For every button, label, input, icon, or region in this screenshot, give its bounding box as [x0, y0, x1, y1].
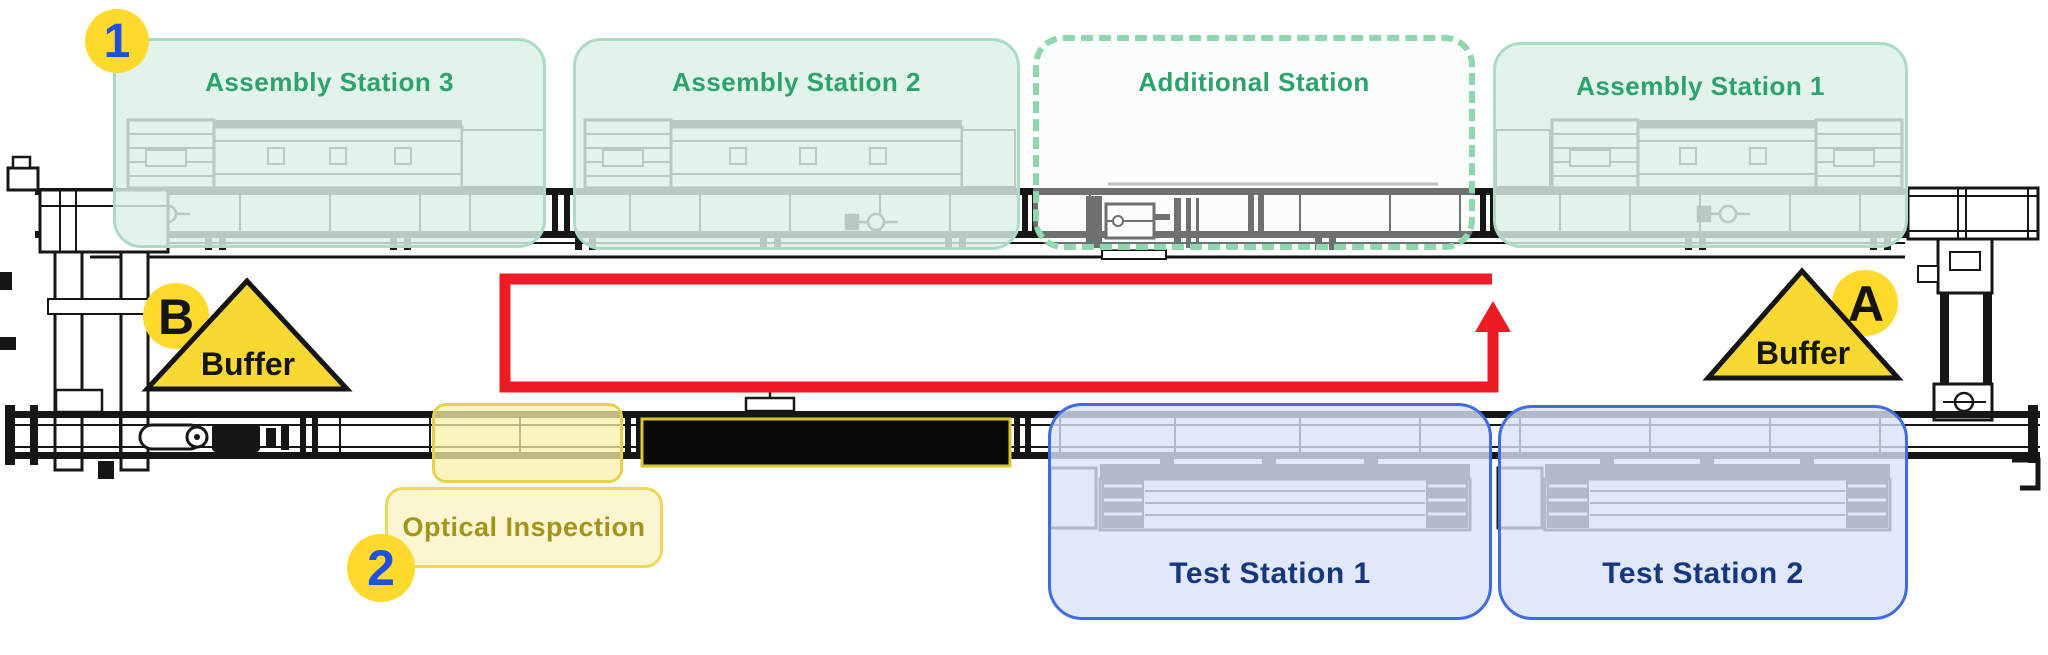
- buffer-b-label: Buffer: [201, 346, 295, 382]
- additional-station-label: Additional Station: [1138, 67, 1370, 97]
- assembly-station-3-label: Assembly Station 3: [205, 67, 454, 97]
- assembly-station-2-label: Assembly Station 2: [672, 67, 921, 97]
- buffer-a-marker: A Buffer: [1702, 267, 1904, 381]
- assembly-station-1-label: Assembly Station 1: [1576, 71, 1825, 101]
- test-station-1-label: Test Station 1: [1169, 557, 1371, 590]
- callout-marker-2: 2: [347, 534, 415, 602]
- callout-marker-1: 1: [85, 9, 149, 73]
- buffer-b-circle: [143, 283, 209, 349]
- buffer-b-triangle-icon: [141, 277, 353, 392]
- callout-marker-1-number: 1: [103, 14, 131, 68]
- test-station-2-label: Test Station 2: [1602, 557, 1804, 590]
- additional-station-region: Additional Station: [1033, 35, 1475, 250]
- buffer-b-letter: B: [158, 289, 194, 345]
- arrowhead-up-icon: [1475, 301, 1511, 332]
- assembly-station-1-region: Assembly Station 1: [1493, 42, 1908, 248]
- callout-marker-2-number: 2: [367, 540, 395, 596]
- test-station-2-region: Test Station 2: [1498, 405, 1908, 620]
- assembly-station-3-region: Assembly Station 3: [113, 38, 546, 248]
- buffer-b-marker: B Buffer: [141, 277, 353, 392]
- test-station-1-region: Test Station 1: [1048, 403, 1492, 620]
- buffer-a-letter: A: [1848, 276, 1884, 332]
- optical-inspection-labelbox: Optical Inspection: [385, 487, 663, 568]
- additional-station-carriage: [1086, 182, 1438, 260]
- optical-inspection-zone: [432, 403, 623, 483]
- optical-inspection-label: Optical Inspection: [402, 512, 646, 542]
- assembly-station-2-region: Assembly Station 2: [573, 38, 1020, 250]
- covered-conveyor-segment: [640, 417, 1012, 468]
- buffer-a-label: Buffer: [1756, 335, 1850, 371]
- buffer-a-triangle-icon: [1702, 267, 1904, 381]
